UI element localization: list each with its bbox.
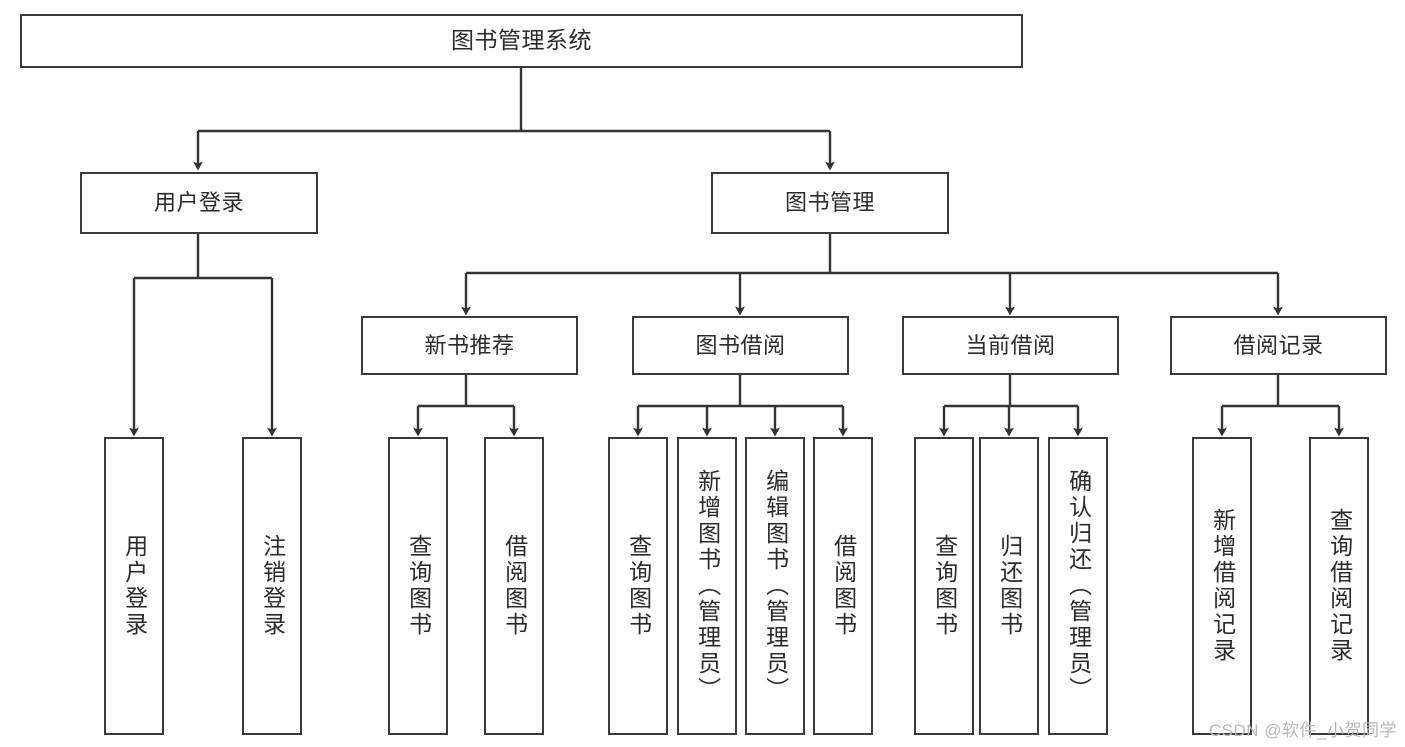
node-leaf-user-login[interactable]: 用户登录 xyxy=(104,437,164,735)
node-leaf-add-borrow-record[interactable]: 新增借阅记录 xyxy=(1192,437,1252,735)
node-label: 编辑图书（管理员） xyxy=(762,469,789,703)
node-label: 借阅记录 xyxy=(1233,332,1324,358)
node-label: 注销登录 xyxy=(259,534,286,638)
node-label: 查询图书 xyxy=(405,534,432,638)
node-current-borrow[interactable]: 当前借阅 xyxy=(902,316,1119,375)
node-label: 新书推荐 xyxy=(424,332,515,358)
node-leaf-borrow-book-recommend[interactable]: 借阅图书 xyxy=(484,437,544,735)
node-leaf-lend-book[interactable]: 借阅图书 xyxy=(813,437,873,735)
node-label: 图书管理系统 xyxy=(451,27,592,54)
node-leaf-add-book-admin[interactable]: 新增图书（管理员） xyxy=(677,437,737,735)
node-label: 借阅图书 xyxy=(830,534,857,638)
node-label: 用户登录 xyxy=(153,190,244,216)
node-label: 借阅图书 xyxy=(501,534,528,638)
node-leaf-query-book-borrow[interactable]: 查询图书 xyxy=(608,437,668,735)
node-label: 确认归还（管理员） xyxy=(1065,469,1092,703)
node-book-borrow[interactable]: 图书借阅 xyxy=(632,316,849,375)
csdn-watermark: CSDN @软件_小贺同学 xyxy=(1208,721,1397,740)
node-label: 图书借阅 xyxy=(695,332,786,358)
node-label: 查询图书 xyxy=(625,534,652,638)
node-leaf-query-borrow-record[interactable]: 查询借阅记录 xyxy=(1309,437,1369,735)
node-label: 查询图书 xyxy=(931,534,958,638)
node-borrow-record[interactable]: 借阅记录 xyxy=(1170,316,1387,375)
node-book-management-system[interactable]: 图书管理系统 xyxy=(20,14,1023,68)
node-leaf-logout[interactable]: 注销登录 xyxy=(242,437,302,735)
node-user-login[interactable]: 用户登录 xyxy=(80,172,318,234)
node-leaf-edit-book-admin[interactable]: 编辑图书（管理员） xyxy=(745,437,805,735)
node-label: 图书管理 xyxy=(784,190,875,216)
node-label: 用户登录 xyxy=(121,534,148,638)
node-leaf-query-book-current[interactable]: 查询图书 xyxy=(914,437,974,735)
node-book-management[interactable]: 图书管理 xyxy=(711,172,949,234)
node-label: 归还图书 xyxy=(996,534,1023,638)
node-leaf-query-book-recommend[interactable]: 查询图书 xyxy=(388,437,448,735)
node-label: 当前借阅 xyxy=(965,332,1056,358)
node-new-book-recommend[interactable]: 新书推荐 xyxy=(361,316,578,375)
node-leaf-confirm-return-admin[interactable]: 确认归还（管理员） xyxy=(1048,437,1108,735)
node-label: 新增图书（管理员） xyxy=(694,469,721,703)
node-label: 查询借阅记录 xyxy=(1326,508,1353,664)
node-label: 新增借阅记录 xyxy=(1209,508,1236,664)
node-leaf-return-book[interactable]: 归还图书 xyxy=(979,437,1039,735)
